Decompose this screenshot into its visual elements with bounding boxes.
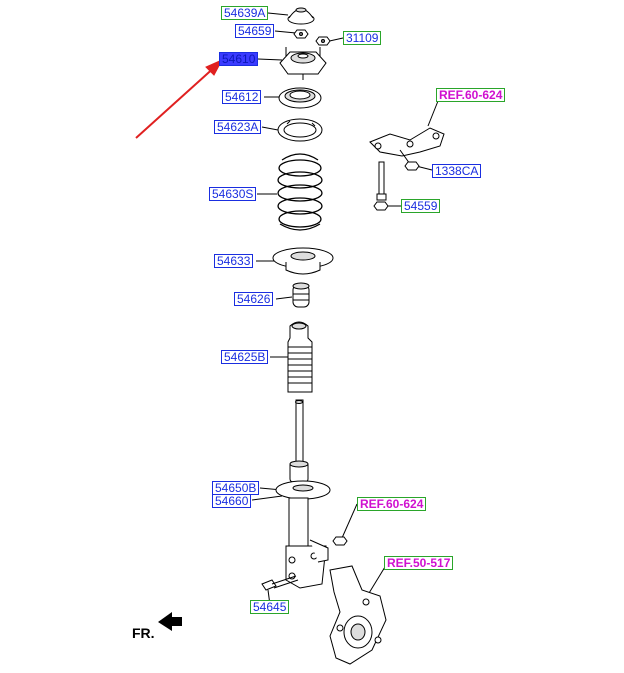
lower-spring-pad-part: [272, 247, 334, 275]
strut-bearing-part: [278, 87, 322, 109]
strut-assembly-part: [275, 399, 331, 589]
part-label-54623A[interactable]: 54623A: [214, 120, 262, 134]
coil-spring-part: [277, 153, 323, 231]
part-label-54612[interactable]: 54612: [222, 90, 262, 104]
part-label-54639A[interactable]: 54639A: [221, 6, 269, 20]
front-direction-arrow-icon: [158, 612, 182, 631]
part-label-54650B[interactable]: 54650B: [212, 481, 260, 495]
part-label-31109[interactable]: 31109: [343, 31, 382, 45]
part-label-54559[interactable]: 54559: [401, 199, 441, 213]
dust-cap-part: [287, 7, 315, 25]
bump-stopper-part: [292, 282, 310, 308]
upper-bracket-part: [369, 127, 445, 211]
ref-label-60-624-upper[interactable]: REF.60-624: [436, 88, 506, 102]
pointer-arrow: [135, 58, 224, 139]
strut-mount-insulator-part: [279, 47, 327, 80]
part-label-54659[interactable]: 54659: [235, 24, 275, 38]
spring-pad-part: [277, 118, 323, 142]
part-label-54645[interactable]: 54645: [250, 600, 290, 614]
lock-nut-part: [293, 29, 309, 39]
knuckle-nut-part: [332, 536, 348, 546]
part-label-54610[interactable]: 54610: [219, 52, 259, 66]
part-label-54660[interactable]: 54660: [212, 494, 252, 508]
part-label-54630S[interactable]: 54630S: [209, 187, 257, 201]
mount-nut-part: [315, 36, 331, 46]
front-direction-label: FR.: [132, 625, 155, 641]
steering-knuckle-part: [329, 565, 387, 665]
part-label-1338CA[interactable]: 1338CA: [432, 164, 482, 178]
strut-bolt-part: [261, 575, 299, 591]
part-label-54625B[interactable]: 54625B: [221, 350, 269, 364]
ref-label-50-517[interactable]: REF.50-517: [384, 556, 454, 570]
ref-label-60-624-lower[interactable]: REF.60-624: [357, 497, 427, 511]
dust-cover-boot-part: [287, 321, 313, 393]
part-label-54633[interactable]: 54633: [214, 254, 254, 268]
part-label-54626[interactable]: 54626: [234, 292, 274, 306]
